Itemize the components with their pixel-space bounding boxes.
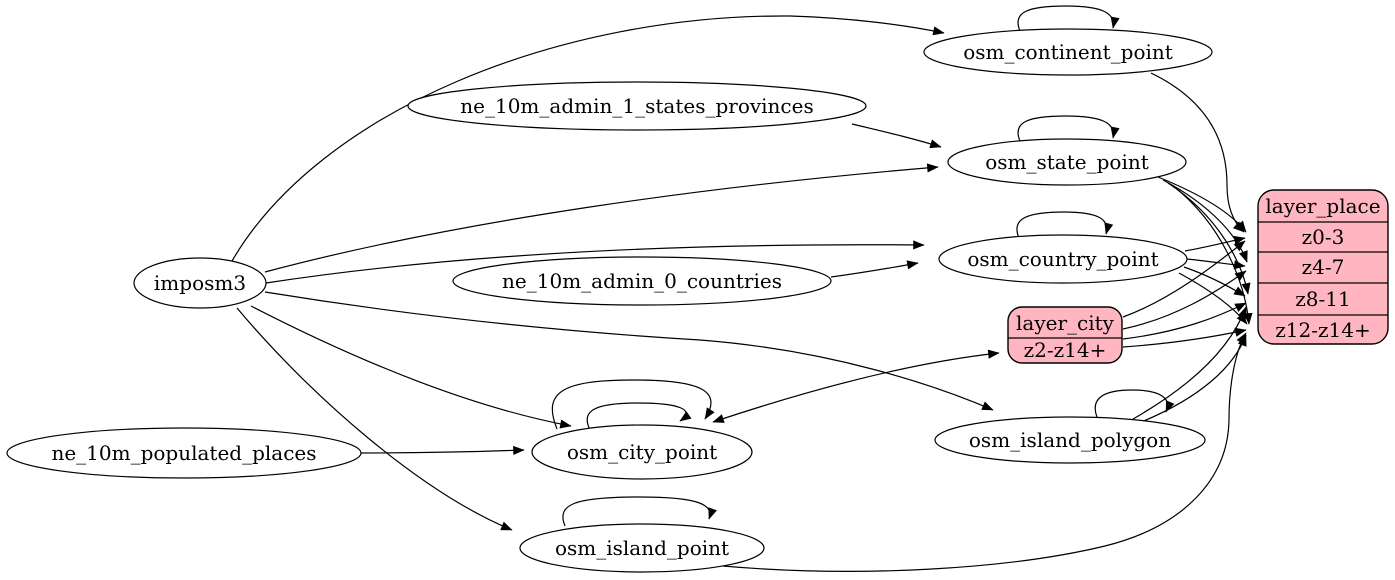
edge-osm_state_point-layer_place-z4-7 (1162, 179, 1248, 263)
self-loop-osm_island_point (562, 496, 717, 527)
edge-osm_country_point-layer_place-z12-z14 (1178, 272, 1248, 325)
ne_10m_admin_0-shape (452, 256, 832, 306)
layer_place-row-z4-7: z4-7 (1302, 255, 1345, 279)
osm_city_point-shape (531, 424, 753, 480)
osm_city_point-label: osm_city_point (567, 440, 717, 464)
edge-osm_city_point-layer_city (712, 349, 1000, 423)
node-ne_10m_populated_places: ne_10m_populated_places (6, 427, 362, 479)
edge-imposm3-osm_country_point (265, 240, 925, 284)
ne_10m_admin_1-label: ne_10m_admin_1_states_provinces (460, 94, 813, 118)
node-osm_continent_point: osm_continent_point (923, 28, 1213, 76)
edge-imposm3-osm_island_polygon (264, 291, 994, 411)
layer_city-title: layer_city (1016, 311, 1115, 335)
edge-imposm3-osm_city_point (250, 305, 572, 429)
node-ne_10m_admin_0_countries: ne_10m_admin_0_countries (452, 256, 832, 306)
edge-layer_city-layer_place-z12-z14 (1122, 327, 1247, 348)
edge-osm_island_polygon-layer_place-z8-11 (1132, 306, 1247, 420)
edge-imposm3-osm_continent_point (231, 15, 945, 262)
edge-osm_country_point-layer_place-z0-3 (1184, 235, 1246, 252)
edge-osm_state_point-layer_place-z12-z14 (1171, 184, 1253, 325)
edge-osm_country_point-layer_place-z4-7 (1186, 258, 1246, 270)
node-osm_country_point: osm_country_point (938, 234, 1188, 284)
layer_place-row-z12-z14: z12-z14+ (1275, 318, 1371, 342)
self-loop-osm_city_point-inner (586, 402, 692, 431)
osm_country_point-label: osm_country_point (967, 247, 1158, 271)
node-osm_city_point: osm_city_point (531, 424, 753, 480)
layer_city-shape (1007, 306, 1123, 364)
edge-osm_island_point-layer_place-z12-z14 (722, 332, 1247, 572)
node-layer_city: layer_city z2-z14+ (1007, 306, 1123, 364)
layer_place-row-z0-3: z0-3 (1302, 225, 1345, 249)
ne_10m_populated_places-shape (6, 427, 362, 479)
node-ne_10m_admin_1_states_provinces: ne_10m_admin_1_states_provinces (407, 81, 867, 131)
osm_island_point-label: osm_island_point (555, 536, 729, 560)
osm_continent_point-shape (923, 28, 1213, 76)
self-loop-osm_state_point (1017, 115, 1120, 142)
edge-imposm3-osm_state_point (264, 163, 939, 273)
self-loop-osm_country_point (1016, 211, 1114, 239)
edge-osm_country_point-layer_place-z8-11 (1183, 266, 1246, 297)
node-osm_island_point: osm_island_point (519, 523, 765, 573)
osm_state_point-label: osm_state_point (985, 150, 1149, 174)
layer_place-title: layer_place (1265, 194, 1380, 218)
edge-ne_10m_admin_0-osm_country_point (830, 260, 919, 278)
imposm3-shape (133, 257, 267, 309)
edge-ne_10m_admin_1-osm_state_point (851, 123, 942, 149)
edge-layer_city-layer_place-z4-7 (1122, 270, 1247, 330)
node-layer_place: layer_place z0-3 z4-7 z8-11 z12-z14+ (1257, 189, 1389, 345)
osm_island_point-shape (519, 523, 765, 573)
self-loop-osm_city_point-outer (551, 379, 715, 430)
edge-osm_island_polygon-layer_place-z12-z14 (1138, 334, 1247, 424)
osm_island_polygon-label: osm_island_polygon (969, 428, 1171, 452)
layer_place-shape (1257, 189, 1389, 345)
layer_place-row-z8-11: z8-11 (1295, 287, 1350, 311)
node-imposm3: imposm3 (133, 257, 267, 309)
osm_island_polygon-shape (934, 416, 1206, 464)
edge-osm_continent_point-layer_place-z0-3 (1150, 72, 1245, 233)
osm_country_point-shape (938, 234, 1188, 284)
node-osm_island_polygon: osm_island_polygon (934, 416, 1206, 464)
ne_10m_admin_0-label: ne_10m_admin_0_countries (502, 269, 782, 293)
imposm3-label: imposm3 (154, 271, 246, 295)
node-osm_state_point: osm_state_point (947, 138, 1187, 186)
edge-group (231, 5, 1253, 572)
self-loop-osm_island_polygon (1094, 389, 1175, 418)
layer_city-row-z2-z14: z2-z14+ (1024, 338, 1107, 362)
edge-layer_city-layer_place-z8-11 (1122, 302, 1247, 340)
edge-layer_city-layer_place-z0-3 (1122, 240, 1246, 318)
self-loop-osm_continent_point (1017, 5, 1120, 32)
edge-ne_10m_populated_places-osm_city_point (360, 445, 525, 455)
ne_10m_admin_1-shape (407, 81, 867, 131)
osm_continent_point-label: osm_continent_point (963, 40, 1173, 64)
ne_10m_populated_places-label: ne_10m_populated_places (51, 441, 316, 465)
osm_state_point-shape (947, 138, 1187, 186)
edge-imposm3-osm_island_point (236, 307, 513, 531)
